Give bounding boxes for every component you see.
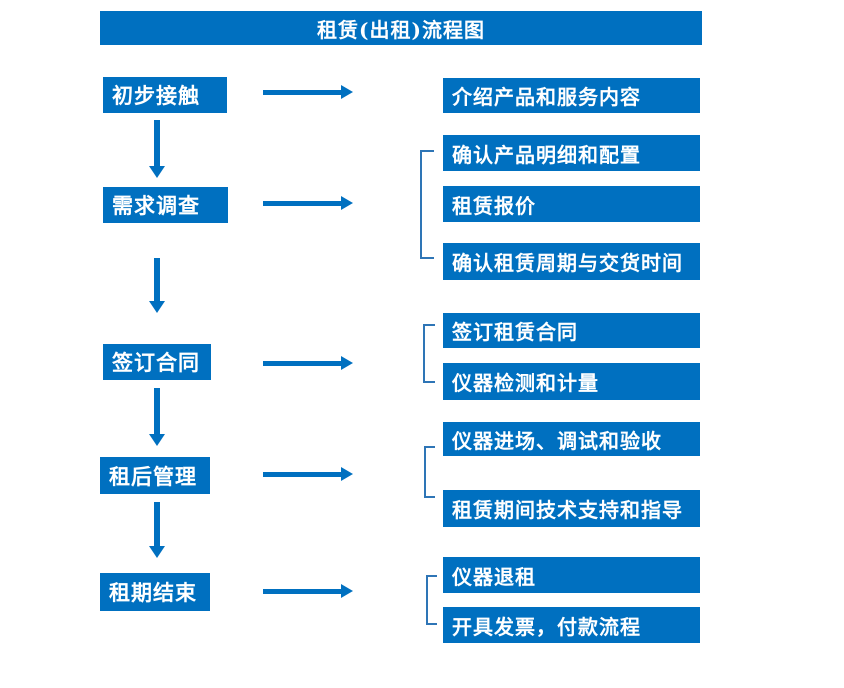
stage-box-post-rental-management: 租后管理	[100, 457, 210, 494]
bracket-post-rental-group-icon	[424, 446, 435, 498]
detail-box-instrument-return: 仪器退租	[443, 557, 700, 593]
arrow-right-2-icon	[263, 196, 353, 210]
arrow-right-1-icon	[263, 85, 353, 99]
arrow-down-2-icon	[149, 258, 165, 313]
arrow-down-1-icon	[149, 120, 165, 178]
arrow-right-5-icon	[263, 584, 353, 598]
bracket-sign-contract-group-icon	[423, 324, 435, 383]
arrow-down-4-icon	[149, 502, 165, 558]
stage-box-sign-contract: 签订合同	[103, 344, 211, 380]
detail-box-sign-rental-contract: 签订租赁合同	[443, 313, 700, 348]
arrow-down-3-icon	[149, 388, 165, 446]
detail-box-rental-tech-support: 租赁期间技术支持和指导	[443, 490, 700, 527]
bracket-rental-end-group-icon	[426, 575, 437, 625]
detail-box-confirm-rental-period-delivery: 确认租赁周期与交货时间	[443, 243, 700, 280]
detail-box-instrument-entry-acceptance: 仪器进场、调试和验收	[443, 422, 700, 456]
bracket-demand-survey-group-icon	[420, 150, 434, 259]
detail-box-rental-quote: 租赁报价	[443, 186, 700, 222]
detail-box-confirm-product-details: 确认产品明细和配置	[443, 135, 700, 171]
stage-box-initial-contact: 初步接触	[103, 77, 227, 113]
detail-box-instrument-testing-metering: 仪器检测和计量	[443, 363, 700, 400]
stage-box-rental-end: 租期结束	[100, 573, 210, 611]
arrow-right-3-icon	[263, 356, 353, 370]
detail-box-intro-products-services: 介绍产品和服务内容	[443, 78, 700, 113]
detail-box-invoice-payment-process: 开具发票，付款流程	[443, 607, 700, 643]
page-title: 租赁(出租)流程图	[100, 11, 702, 45]
stage-box-demand-survey: 需求调查	[103, 187, 228, 223]
arrow-right-4-icon	[263, 467, 353, 481]
